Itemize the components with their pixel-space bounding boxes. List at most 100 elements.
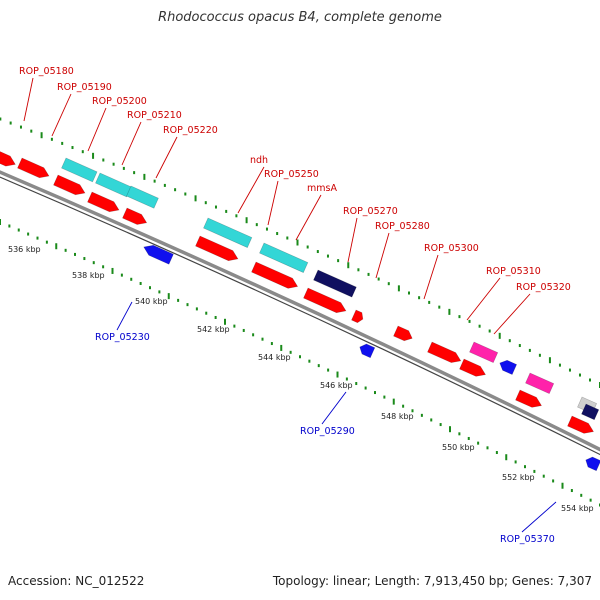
gene-label: ROP_05270 bbox=[343, 206, 398, 217]
tick-mark bbox=[580, 493, 583, 497]
tick-mark bbox=[488, 329, 491, 333]
label-leader bbox=[116, 301, 133, 331]
gene-forward bbox=[0, 147, 16, 167]
tick-mark bbox=[578, 373, 581, 377]
tick-mark bbox=[558, 363, 561, 367]
gene-forward-shape bbox=[87, 191, 120, 213]
tick-mark bbox=[8, 224, 11, 228]
tick-mark bbox=[345, 377, 348, 381]
gene-forward-shape bbox=[53, 174, 86, 196]
label-leader bbox=[295, 194, 322, 241]
tick-mark bbox=[112, 162, 115, 166]
scale-label: 544 kbp bbox=[258, 353, 291, 362]
tick-mark bbox=[355, 382, 358, 386]
tick-mark bbox=[102, 158, 105, 162]
tick-mark bbox=[139, 281, 142, 285]
tick-mark bbox=[336, 371, 339, 378]
gene-forward bbox=[459, 358, 486, 377]
tick-mark bbox=[149, 286, 151, 290]
gene-rna-shape bbox=[203, 217, 253, 248]
tick-mark bbox=[50, 137, 53, 141]
tick-mark bbox=[533, 469, 536, 473]
tick-mark bbox=[153, 179, 156, 183]
tick-mark bbox=[120, 273, 123, 277]
tick-mark bbox=[377, 277, 380, 281]
tick-mark bbox=[71, 146, 74, 150]
gene-misc bbox=[525, 372, 555, 395]
tick-mark bbox=[524, 465, 526, 469]
gene-forward-shape bbox=[122, 207, 148, 225]
label-leader bbox=[267, 180, 279, 226]
tick-mark bbox=[55, 243, 58, 250]
tick-mark bbox=[270, 342, 273, 346]
tick-mark bbox=[411, 409, 414, 413]
gene-reverse-shape bbox=[585, 456, 600, 472]
backbone-line bbox=[0, 170, 600, 452]
tick-mark bbox=[195, 307, 198, 311]
tick-mark bbox=[143, 173, 146, 180]
gene-reverse-shape bbox=[143, 244, 174, 265]
tick-mark bbox=[367, 272, 370, 276]
label-leader bbox=[347, 217, 358, 263]
label-leader bbox=[321, 391, 347, 425]
tick-mark bbox=[133, 171, 136, 175]
gene-label: ROP_05300 bbox=[424, 243, 479, 254]
tick-mark bbox=[308, 359, 311, 363]
scale-label: 536 kbp bbox=[8, 245, 41, 254]
tick-mark bbox=[495, 451, 498, 455]
tick-mark bbox=[174, 188, 177, 192]
tick-mark bbox=[448, 308, 451, 315]
tick-mark bbox=[327, 368, 330, 372]
gene-other-shape bbox=[581, 403, 600, 421]
tick-mark bbox=[508, 339, 511, 343]
tick-mark bbox=[296, 239, 299, 246]
tick-mark bbox=[392, 398, 395, 405]
tick-mark bbox=[402, 404, 405, 408]
feature-layer bbox=[0, 147, 600, 472]
tick-mark bbox=[498, 332, 501, 339]
gene-reverse bbox=[499, 359, 518, 375]
tick-mark bbox=[64, 248, 67, 252]
tick-mark bbox=[326, 254, 329, 258]
gene-rna bbox=[126, 185, 159, 209]
gene-label: ROP_05200 bbox=[92, 96, 147, 107]
scale-label: 548 kbp bbox=[381, 412, 414, 421]
gene-label: ROP_05250 bbox=[264, 169, 319, 180]
gene-rna-shape bbox=[95, 172, 132, 198]
tick-mark bbox=[167, 293, 170, 300]
genome-summary: Topology: linear; Length: 7,913,450 bp; … bbox=[272, 574, 592, 588]
tick-mark bbox=[561, 482, 564, 489]
gene-other bbox=[581, 403, 600, 421]
gene-label: ROP_05310 bbox=[486, 266, 541, 277]
gene-forward-shape bbox=[351, 309, 364, 324]
tick-mark bbox=[589, 498, 592, 502]
tick-mark bbox=[568, 368, 571, 372]
gene-label: ndh bbox=[250, 155, 268, 166]
gene-forward bbox=[17, 157, 50, 179]
tick-mark bbox=[387, 282, 390, 286]
tick-mark bbox=[588, 378, 591, 382]
tick-mark bbox=[9, 121, 12, 125]
tick-mark bbox=[45, 240, 48, 244]
tick-mark bbox=[306, 245, 309, 249]
gene-forward bbox=[351, 309, 364, 324]
tick-mark bbox=[102, 265, 105, 269]
tick-mark bbox=[61, 141, 64, 145]
gene-misc-shape bbox=[469, 341, 499, 364]
map-title: Rhodococcus opacus B4, complete genome bbox=[158, 10, 442, 25]
gene-forward-shape bbox=[427, 341, 462, 363]
gene-label: ROP_05180 bbox=[19, 66, 74, 77]
tick-mark bbox=[81, 150, 84, 154]
tick-mark bbox=[224, 318, 226, 325]
tick-mark bbox=[92, 261, 95, 265]
scale-label: 538 kbp bbox=[72, 271, 105, 280]
tick-mark bbox=[449, 426, 451, 433]
gene-rna-shape bbox=[61, 157, 98, 183]
tick-mark bbox=[468, 319, 471, 323]
gene-forward-shape bbox=[567, 415, 594, 434]
gene-label: ROP_05370 bbox=[500, 534, 555, 545]
tick-mark bbox=[570, 489, 573, 493]
label-leader bbox=[375, 232, 390, 279]
label-leader bbox=[23, 77, 34, 122]
